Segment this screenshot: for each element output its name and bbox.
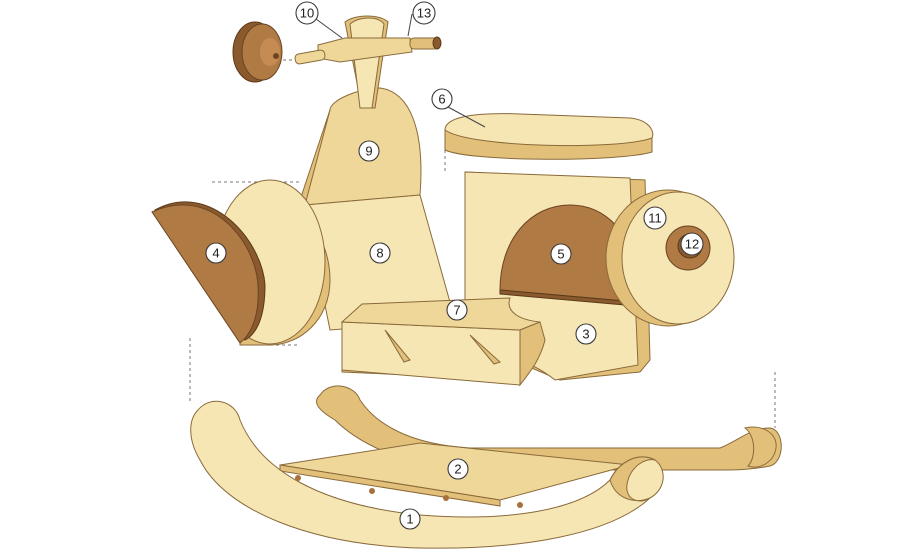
svg-text:11: 11 bbox=[648, 211, 662, 226]
footboard-front bbox=[341, 321, 521, 386]
callout-8: 8 bbox=[369, 242, 391, 264]
seat bbox=[444, 113, 654, 160]
svg-text:3: 3 bbox=[582, 327, 589, 342]
callout-6: 6 bbox=[431, 88, 453, 110]
svg-text:7: 7 bbox=[453, 303, 460, 318]
svg-text:6: 6 bbox=[438, 92, 445, 107]
rear-wheel bbox=[605, 189, 735, 327]
callout-3: 3 bbox=[575, 323, 597, 345]
callout-5: 5 bbox=[550, 243, 572, 265]
footboard bbox=[340, 297, 546, 387]
callout-1: 1 bbox=[399, 508, 421, 530]
front-fender bbox=[151, 179, 331, 346]
svg-text:13: 13 bbox=[417, 6, 431, 21]
svg-text:8: 8 bbox=[376, 246, 383, 261]
callout-10: 10 bbox=[295, 1, 319, 25]
callout-11: 11 bbox=[643, 206, 667, 230]
svg-text:2: 2 bbox=[454, 462, 461, 477]
svg-text:1: 1 bbox=[406, 512, 413, 527]
leader-lines bbox=[315, 13, 486, 128]
svg-text:10: 10 bbox=[300, 6, 314, 21]
callout-9: 9 bbox=[358, 140, 380, 162]
callout-4: 4 bbox=[205, 242, 227, 264]
callout-13: 13 bbox=[412, 1, 436, 25]
handlebar bbox=[232, 15, 442, 109]
callout-2: 2 bbox=[447, 458, 469, 480]
seat-top bbox=[444, 113, 654, 147]
callout-7: 7 bbox=[446, 299, 468, 321]
svg-text:9: 9 bbox=[365, 144, 372, 159]
svg-text:4: 4 bbox=[212, 246, 219, 261]
rocker-base bbox=[190, 385, 782, 549]
callout-12: 12 bbox=[680, 232, 704, 256]
svg-text:5: 5 bbox=[557, 247, 564, 262]
svg-text:12: 12 bbox=[685, 237, 699, 252]
fender-face bbox=[151, 204, 259, 344]
